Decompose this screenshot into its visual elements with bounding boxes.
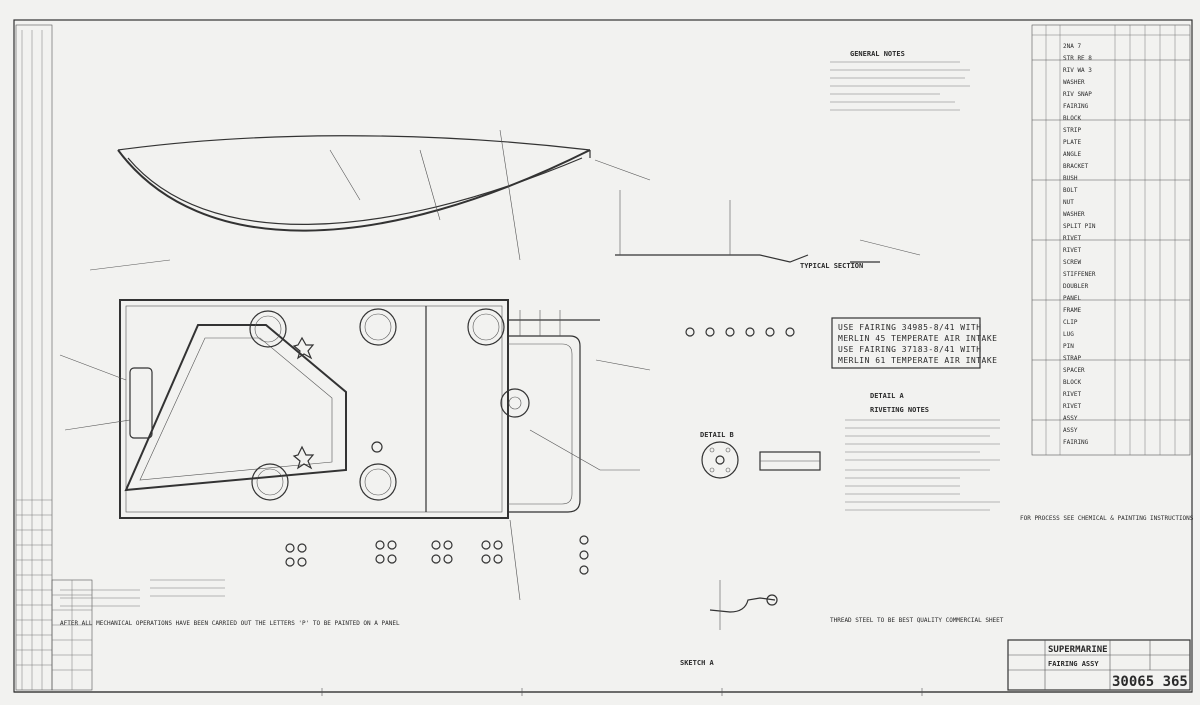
fairing-line-3: USE FAIRING 37183-8/41 WITH (838, 345, 982, 354)
svg-text:DOUBLER: DOUBLER (1063, 283, 1089, 290)
stamp-note: AFTER ALL MECHANICAL OPERATIONS HAVE BEE… (60, 620, 400, 627)
svg-text:BRACKET: BRACKET (1063, 163, 1089, 170)
fairing-line-2: MERLIN 45 TEMPERATE AIR INTAKE (838, 334, 998, 343)
zone-markers (321, 688, 923, 696)
svg-text:STRAP: STRAP (1063, 355, 1081, 362)
svg-text:STIFFENER: STIFFENER (1063, 271, 1096, 278)
drawing-title: FAIRING ASSY (1048, 660, 1099, 668)
svg-text:PANEL: PANEL (1063, 295, 1081, 302)
svg-text:BUSH: BUSH (1063, 175, 1078, 182)
detail-a-label: DETAIL A (870, 392, 905, 400)
detail-b-label: DETAIL B (700, 431, 734, 439)
general-notes-label: GENERAL NOTES (850, 50, 905, 58)
svg-text:SPACER: SPACER (1063, 367, 1085, 374)
svg-text:LUG: LUG (1063, 331, 1074, 338)
fairing-line-1: USE FAIRING 34985-8/41 WITH (838, 323, 982, 332)
fairing-plan-view (119, 299, 600, 519)
svg-text:SPLIT PIN: SPLIT PIN (1063, 223, 1096, 230)
svg-text:FRAME: FRAME (1063, 307, 1081, 314)
callout-circles (285, 535, 589, 575)
lightening-hole (249, 310, 287, 348)
sketch-a-label: SKETCH A (680, 659, 715, 667)
thread-steel-note: THREAD STEEL TO BE BEST QUALITY COMMERCI… (830, 617, 1004, 624)
fairing-line-4: MERLIN 61 TEMPERATE AIR INTAKE (838, 356, 998, 365)
process-note: FOR PROCESS SEE CHEMICAL & PAINTING INST… (1020, 515, 1194, 522)
sheet-border (13, 19, 1193, 693)
company-name: SUPERMARINE (1048, 645, 1108, 655)
svg-text:RIVET: RIVET (1063, 247, 1081, 254)
svg-text:STRIP: STRIP (1063, 127, 1081, 134)
svg-text:NUT: NUT (1063, 199, 1074, 206)
fairing-note-box (831, 317, 981, 369)
riveting-notes-label: RIVETING NOTES (870, 406, 929, 414)
svg-text:BLOCK: BLOCK (1063, 379, 1081, 386)
parts-list-entries: 2NA 7 STR RE 8 RIV WA 3 WASHER RIV SNAP FAIR… (1063, 43, 1096, 446)
svg-text:2NA 7: 2NA 7 (1063, 43, 1081, 50)
svg-text:BOLT: BOLT (1063, 187, 1078, 194)
typical-section-label: TYPICAL SECTION (800, 262, 863, 270)
drawing-number: 30065 365 (1112, 674, 1188, 690)
svg-text:SCREW: SCREW (1063, 259, 1081, 266)
typical-section (615, 190, 880, 263)
sketch-a (709, 580, 778, 630)
svg-text:FAIRING: FAIRING (1063, 439, 1089, 446)
svg-text:FAIRING: FAIRING (1063, 103, 1089, 110)
svg-text:RIVET: RIVET (1063, 235, 1081, 242)
svg-text:ASSY: ASSY (1063, 427, 1078, 434)
left-strip-grid (16, 30, 52, 690)
left-revision-strip (15, 24, 53, 691)
svg-text:PIN: PIN (1063, 343, 1074, 350)
svg-text:ASSY: ASSY (1063, 415, 1078, 422)
svg-text:WASHER: WASHER (1063, 79, 1085, 86)
svg-text:STR RE 8: STR RE 8 (1063, 55, 1092, 62)
leader-lines (59, 129, 921, 601)
title-block (1007, 639, 1191, 691)
svg-text:RIVET: RIVET (1063, 391, 1081, 398)
svg-text:PLATE: PLATE (1063, 139, 1081, 146)
svg-text:CLIP: CLIP (1063, 319, 1078, 326)
rivet-hole-row (685, 327, 795, 337)
svg-text:RIVET: RIVET (1063, 403, 1081, 410)
svg-text:WASHER: WASHER (1063, 211, 1085, 218)
fitting-detail (701, 441, 821, 479)
faded-note-lines (60, 61, 1000, 607)
svg-text:ANGLE: ANGLE (1063, 151, 1081, 158)
tapered-channel (124, 324, 347, 492)
svg-text:BLOCK: BLOCK (1063, 115, 1081, 122)
fairing-profile (117, 135, 591, 232)
svg-text:RIV SNAP: RIV SNAP (1063, 91, 1092, 98)
svg-text:RIV WA 3: RIV WA 3 (1063, 67, 1092, 74)
